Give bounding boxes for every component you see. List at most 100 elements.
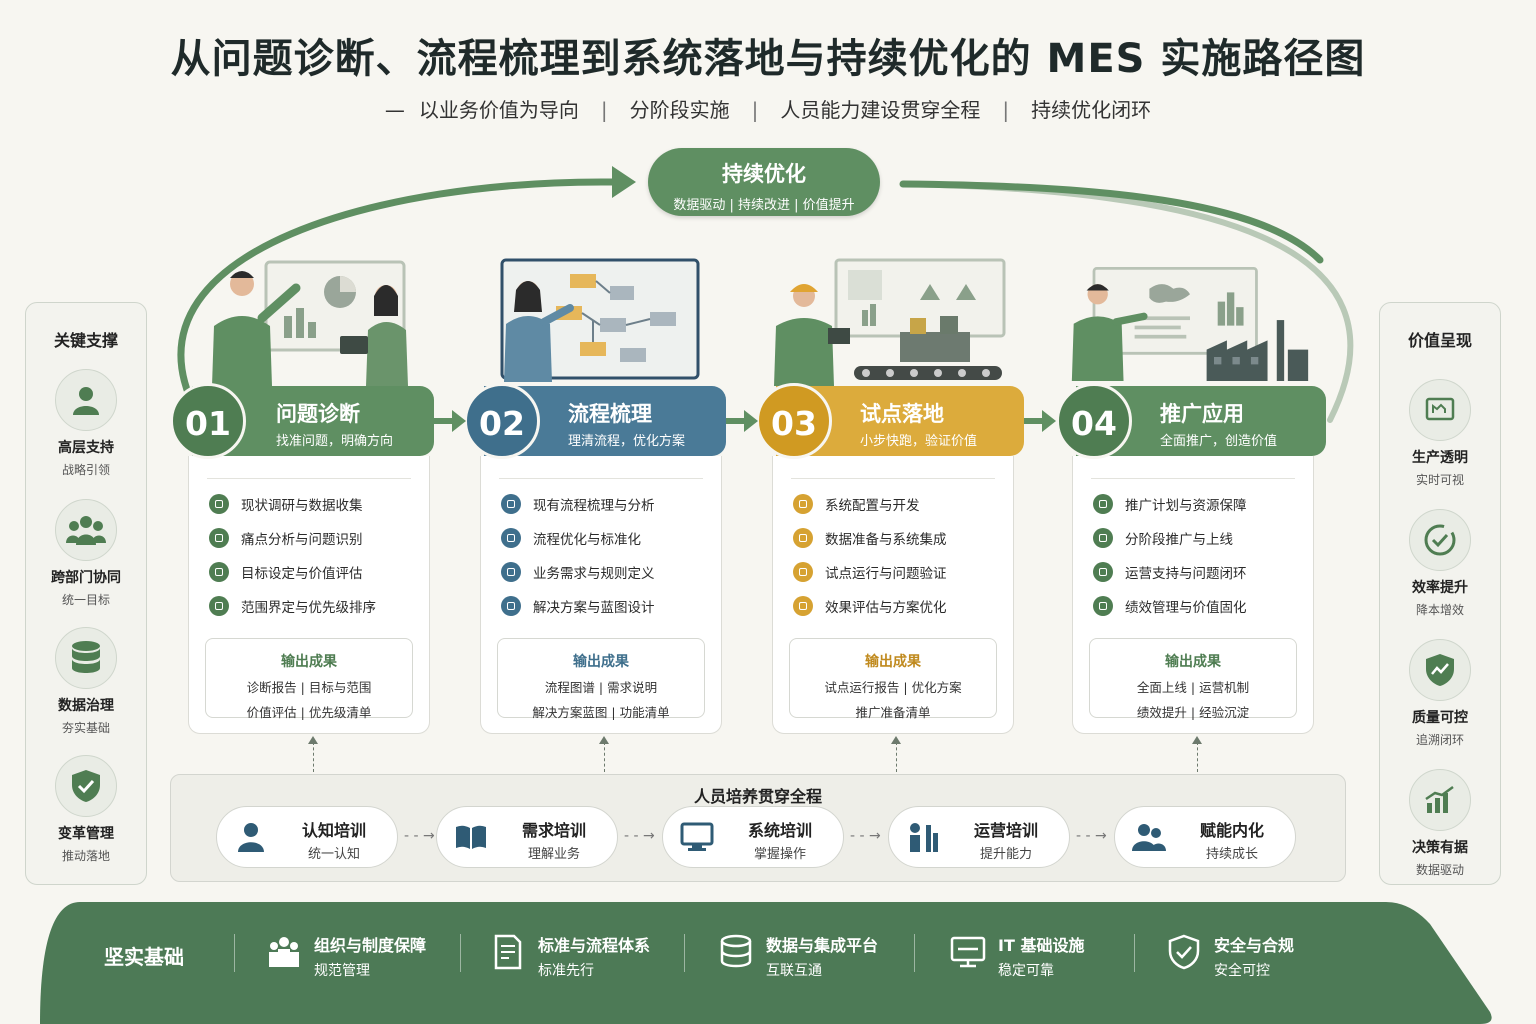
- subtitle-item: 持续优化闭环: [1031, 98, 1152, 122]
- output-line: 价值评估 | 优先级清单: [246, 705, 372, 720]
- gauge-icon: [1409, 509, 1471, 571]
- connector-line: [313, 742, 314, 772]
- optimization-subtitle: 数据驱动 | 持续改进 | 价值提升: [673, 198, 855, 213]
- dashed-arrow-icon: - - →: [1076, 828, 1107, 844]
- stage-card-pilot: 系统配置与开发 数据准备与系统集成 试点运行与问题验证 效果评估与方案优化 输出…: [772, 456, 1014, 734]
- output-box: 输出成果 试点运行报告 | 优化方案 推广准备清单: [789, 638, 997, 720]
- foundation-item-name: 安全与合规: [1214, 936, 1295, 955]
- stage-card-process: 现有流程梳理与分析 流程优化与标准化 业务需求与规则定义 解决方案与蓝图设计 输…: [480, 456, 722, 734]
- computer-icon: [677, 817, 717, 857]
- value-item-desc: 降本增效: [1415, 603, 1464, 617]
- stage-card-diagnosis: 现状调研与数据收集 痛点分析与问题识别 目标设定与价值评估 范围界定与优先级排序…: [188, 456, 430, 734]
- task-item: 绩效管理与价值固化: [1093, 596, 1247, 616]
- output-line: 解决方案蓝图 | 功能清单: [532, 705, 670, 720]
- task-icon: [793, 528, 813, 548]
- stage-subtitle: 理清流程，优化方案: [568, 434, 686, 449]
- task-label: 现状调研与数据收集: [241, 498, 363, 514]
- task-icon: [793, 494, 813, 514]
- dashed-arrow-icon: - - →: [624, 828, 655, 844]
- subtitle-dash: —: [384, 98, 405, 122]
- foundation-item-desc: 安全可控: [1214, 963, 1270, 979]
- foundation-divider: [1134, 934, 1135, 972]
- value-item-name: 效率提升: [1412, 580, 1468, 596]
- value-item: 效率提升 降本增效: [1380, 509, 1500, 618]
- task-icon: [501, 596, 521, 616]
- support-item-name: 变革管理: [58, 826, 114, 842]
- subtitle-separator: |: [600, 98, 608, 122]
- page-subtitle: —以业务价值为导向|分阶段实施|人员能力建设贯穿全程|持续优化闭环: [0, 94, 1536, 123]
- key-support-panel: 关键支撑 高层支持 战略引领 跨部门协同 统一目标 数据治理 夯实基础 变革管理…: [25, 302, 147, 885]
- value-item-desc: 数据驱动: [1415, 863, 1464, 877]
- database-icon: [55, 627, 117, 689]
- rollout-illustration: [1071, 267, 1309, 381]
- task-label: 解决方案与蓝图设计: [533, 600, 655, 616]
- task-icon: [793, 596, 813, 616]
- task-label: 推广计划与资源保障: [1125, 498, 1247, 514]
- task-icon: [1093, 562, 1113, 582]
- task-label: 业务需求与规则定义: [533, 566, 655, 582]
- output-box: 输出成果 全面上线 | 运营机制 绩效提升 | 经验沉淀: [1089, 638, 1297, 720]
- support-item-desc: 推动落地: [61, 849, 110, 863]
- subtitle-separator: |: [1002, 98, 1010, 122]
- panel-title: 关键支撑: [53, 331, 118, 350]
- stage-arrow-icon: [1024, 410, 1056, 432]
- value-panel: 价值呈现 生产透明 实时可视 效率提升 降本增效 质量可控 追溯闭环 决策有据 …: [1379, 302, 1501, 885]
- subtitle-separator: |: [751, 98, 759, 122]
- subtitle-item: 以业务价值为导向: [418, 98, 579, 122]
- task-icon: [209, 494, 229, 514]
- training-node-desc: 提升能力: [979, 847, 1032, 862]
- output-title: 输出成果: [281, 654, 337, 670]
- task-item: 痛点分析与问题识别: [209, 528, 363, 548]
- foundation-item-name: 标准与流程体系: [538, 936, 651, 955]
- connector-arrow-icon: [891, 736, 901, 744]
- shield-check-icon: [55, 755, 117, 817]
- task-icon: [209, 562, 229, 582]
- output-box: 输出成果 诊断报告 | 目标与范围 价值评估 | 优先级清单: [205, 638, 413, 720]
- task-label: 范围界定与优先级排序: [241, 600, 376, 616]
- stage-subtitle: 全面推广，创造价值: [1160, 434, 1278, 449]
- training-title: 人员培养贯穿全程: [693, 787, 822, 806]
- foundation-item-name: IT 基础设施: [998, 936, 1085, 955]
- output-line: 流程图谱 | 需求说明: [544, 680, 658, 695]
- task-label: 目标设定与价值评估: [241, 566, 363, 582]
- subtitle-item: 分阶段实施: [629, 98, 730, 122]
- foundation-title: 坚实基础: [104, 945, 184, 969]
- task-icon: [501, 494, 521, 514]
- output-title: 输出成果: [1165, 654, 1221, 670]
- stage-title: 推广应用: [1160, 402, 1244, 426]
- support-item-name: 跨部门协同: [51, 570, 121, 586]
- server-icon: [950, 936, 986, 968]
- book-icon: [451, 817, 491, 857]
- training-node-name: 系统培训: [747, 821, 812, 840]
- dashed-arrow-icon: - - →: [850, 828, 881, 844]
- value-item-desc: 追溯闭环: [1415, 733, 1464, 747]
- task-icon: [1093, 528, 1113, 548]
- output-line: 全面上线 | 运营机制: [1136, 680, 1250, 695]
- document-icon: [494, 934, 522, 970]
- task-item: 流程优化与标准化: [501, 528, 641, 548]
- person-icon: [55, 369, 117, 431]
- support-item: 高层支持 战略引领: [26, 369, 146, 478]
- stage-subtitle: 找准问题，明确方向: [276, 434, 394, 449]
- task-label: 效果评估与方案优化: [825, 600, 947, 616]
- task-item: 推广计划与资源保障: [1093, 494, 1247, 514]
- training-node: 运营培训 提升能力: [888, 806, 1070, 868]
- task-item: 数据准备与系统集成: [793, 528, 947, 548]
- foundation-item-desc: 标准先行: [538, 963, 594, 979]
- quality-shield-icon: [1409, 639, 1471, 701]
- training-node-desc: 统一认知: [307, 847, 360, 862]
- group-icon: [1129, 817, 1169, 857]
- stage-arrow-icon: [726, 410, 758, 432]
- task-item: 效果评估与方案优化: [793, 596, 947, 616]
- task-label: 流程优化与标准化: [533, 532, 641, 548]
- connector-line: [1197, 742, 1198, 772]
- output-line: 试点运行报告 | 优化方案: [824, 680, 962, 695]
- shield-icon: [1168, 934, 1200, 970]
- panel-title: 价值呈现: [1407, 331, 1472, 350]
- optimization-title: 持续优化: [722, 162, 806, 186]
- presenter-icon: [903, 817, 943, 857]
- connector-arrow-icon: [1192, 736, 1202, 744]
- task-label: 运营支持与问题闭环: [1125, 566, 1247, 582]
- task-item: 范围界定与优先级排序: [209, 596, 376, 616]
- output-title: 输出成果: [573, 654, 629, 670]
